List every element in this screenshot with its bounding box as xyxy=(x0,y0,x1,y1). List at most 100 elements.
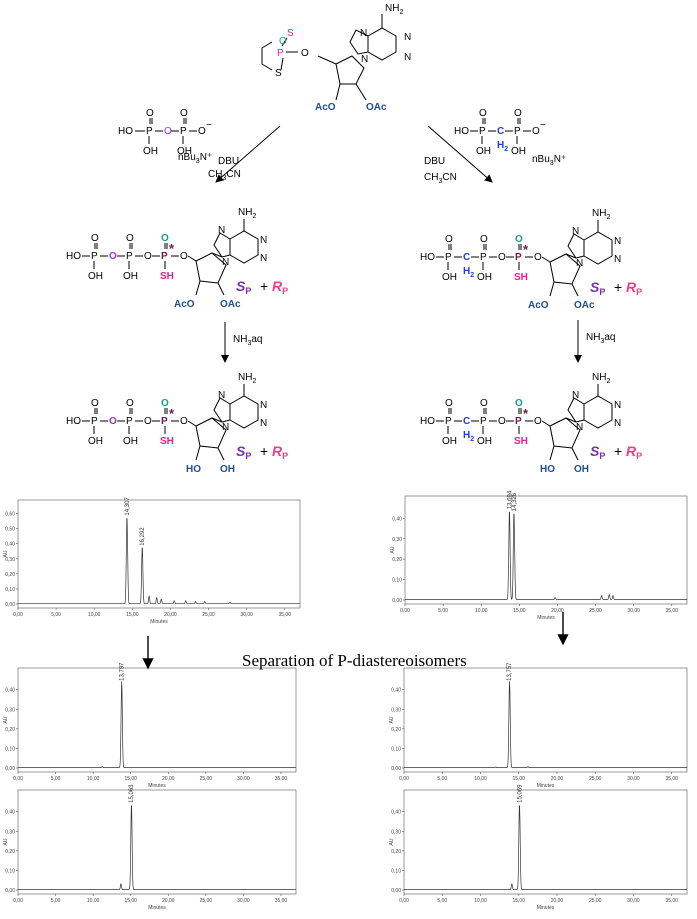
label-aco: AcO xyxy=(315,102,336,113)
label-nh2: NH2 xyxy=(238,207,256,220)
label-nbu3n: nBu3N⁺ xyxy=(532,154,566,167)
label-o: O xyxy=(91,398,99,409)
label-h2: H2 xyxy=(463,266,474,279)
y-tick-label: 0,30 xyxy=(5,707,15,713)
y-tick-label: 0,40 xyxy=(5,810,15,816)
label-h2: H2 xyxy=(463,430,474,443)
x-tick-label: 25,00 xyxy=(589,608,602,614)
label-o: O xyxy=(479,108,487,119)
x-tick-label: 5,00 xyxy=(437,898,447,904)
x-tick-label: 15,00 xyxy=(124,776,137,782)
label-star: * xyxy=(523,406,529,421)
bond xyxy=(541,256,551,263)
label-o: O xyxy=(480,398,488,409)
label-aco: AcO xyxy=(174,299,195,310)
label-nh2: NH2 xyxy=(592,208,610,221)
label-rp: RP xyxy=(272,278,288,296)
chromatogram-trace xyxy=(404,681,687,768)
label-o: O xyxy=(161,233,169,244)
y-tick-label: 0,10 xyxy=(392,578,402,584)
peak-label: 15,069 xyxy=(517,784,523,803)
label-p: P xyxy=(180,126,187,137)
y-tick-label: 0,20 xyxy=(391,727,401,733)
imidazole-ring xyxy=(213,397,231,423)
label-o: O xyxy=(445,234,453,245)
label-oh: OH xyxy=(123,436,138,447)
y-tick-label: 0,00 xyxy=(5,602,15,608)
x-tick-label: 5,00 xyxy=(51,776,61,782)
x-axis-label: Minutes xyxy=(537,905,555,911)
y-tick-label: 0,10 xyxy=(5,868,15,874)
label-n: N xyxy=(576,258,583,269)
label-rp: RP xyxy=(626,443,642,461)
x-tick-label: 0,00 xyxy=(399,776,409,782)
label-o: O xyxy=(164,126,172,137)
x-tick-label: 5,00 xyxy=(438,608,448,614)
plot-frame xyxy=(17,789,297,895)
label-o: O xyxy=(180,251,188,262)
label-ho: HO xyxy=(66,251,81,262)
label-oac: OAc xyxy=(574,300,595,311)
label-n: N xyxy=(576,422,583,433)
label-o: O xyxy=(301,48,309,59)
x-axis-label: Minutes xyxy=(537,615,555,621)
plot-frame xyxy=(17,499,301,609)
label-p: P xyxy=(146,126,153,137)
label-oh: OH xyxy=(88,436,103,447)
label-o: O xyxy=(180,416,188,427)
chromatogram-trace xyxy=(404,805,687,890)
ribose-ring xyxy=(549,417,581,449)
label-oh: OH xyxy=(476,146,491,157)
label-p: P xyxy=(91,416,98,427)
y-tick-label: 0,00 xyxy=(5,766,15,772)
y-axis-label: AU xyxy=(389,838,395,845)
x-tick-label: 5,00 xyxy=(51,612,61,618)
label-ch3cn: CH3CN xyxy=(424,172,457,185)
x-tick-label: 0,00 xyxy=(13,898,23,904)
label-ho: HO xyxy=(420,252,435,263)
y-axis-label: AU xyxy=(390,546,396,553)
y-tick-label: 0,10 xyxy=(391,746,401,752)
label-star: * xyxy=(169,406,175,421)
label-minus: − xyxy=(540,120,546,131)
label-plus: + xyxy=(614,443,622,459)
bond xyxy=(217,447,225,461)
label-o: O xyxy=(144,416,152,427)
label-nbu3n: nBu3N⁺ xyxy=(178,152,212,165)
label-p: P xyxy=(161,251,168,262)
label-o: O xyxy=(126,398,134,409)
y-tick-label: 0,10 xyxy=(5,587,15,593)
y-tick-label: 0,20 xyxy=(5,849,15,855)
label-nh2: NH2 xyxy=(238,372,256,385)
label-oh: OH xyxy=(177,146,192,157)
x-tick-label: 30,00 xyxy=(237,898,250,904)
label-oh: OH xyxy=(123,271,138,282)
label-ho: HO xyxy=(66,416,81,427)
y-tick-label: 0,30 xyxy=(5,829,15,835)
x-axis-label: Minutes xyxy=(150,619,168,625)
y-tick-label: 0,60 xyxy=(5,512,15,518)
label-aco: AcO xyxy=(528,300,549,311)
bond xyxy=(549,445,555,461)
adenine-ring xyxy=(583,395,613,429)
bond xyxy=(571,283,579,297)
label-n: N xyxy=(260,418,267,429)
x-tick-label: 5,00 xyxy=(51,898,61,904)
label-n: N xyxy=(614,400,621,411)
label-oh: OH xyxy=(477,436,492,447)
label-n: N xyxy=(360,28,367,39)
label-rp: RP xyxy=(626,279,642,297)
x-tick-label: 15,00 xyxy=(513,608,526,614)
x-tick-label: 25,00 xyxy=(589,776,602,782)
y-tick-label: 0,00 xyxy=(5,888,15,894)
label-o: O xyxy=(198,126,206,137)
label-n: N xyxy=(260,400,267,411)
y-tick-label: 0,10 xyxy=(391,868,401,874)
y-axis-label: AU xyxy=(3,716,9,723)
y-axis-label: AU xyxy=(389,716,395,723)
bond xyxy=(217,282,225,296)
y-tick-label: 0,00 xyxy=(391,766,401,772)
label-s: S xyxy=(275,68,282,79)
